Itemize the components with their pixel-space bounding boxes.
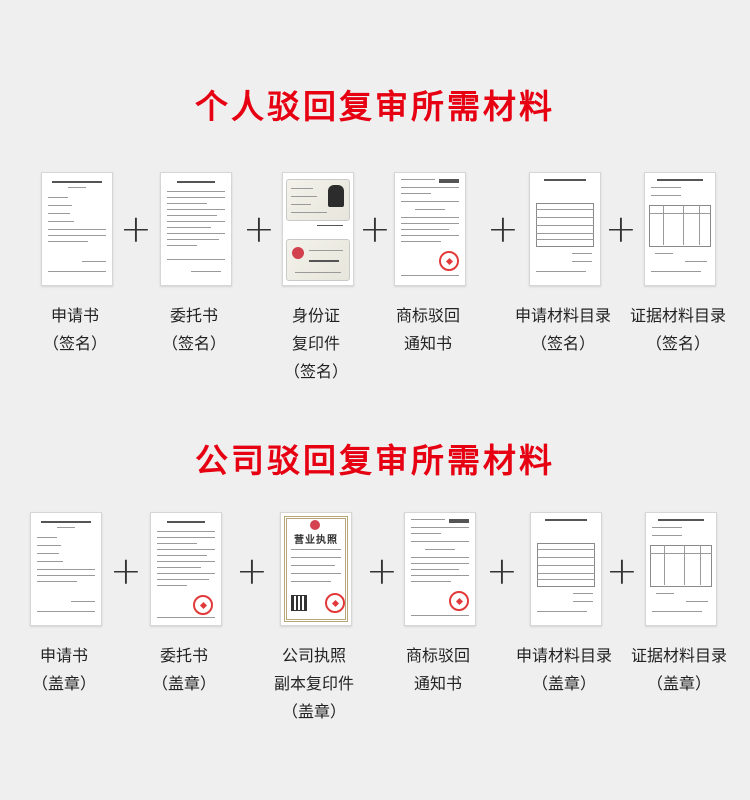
company-power-of-attorney-label: 委托书 （盖章） [151,646,216,693]
power-of-attorney-thumbnail [160,172,232,286]
plus-icon: + [359,207,391,251]
red-seal-icon [449,591,469,611]
business-license-heading: 营业执照 [294,535,338,546]
rejection-notice-thumbnail [394,172,466,286]
red-seal-icon [325,593,345,613]
national-emblem-icon [310,520,320,530]
company-application-label: 申请书 （盖章） [31,646,96,693]
plus-icon: + [243,207,275,251]
plus-icon: + [236,549,268,593]
business-license-thumbnail: 营业执照 [280,512,352,626]
personal-section-title: 个人驳回复审所需材料 [195,87,555,126]
personal-materials-row: 申请书 （签名） + 委托书 （签名） + [0,172,750,402]
red-seal-icon [193,595,213,615]
application-list-thumbnail [529,172,601,286]
personal-evidence-list-label: 证据材料目录 （签名） [629,306,726,353]
id-card-copy-thumbnail [282,172,354,286]
personal-application-list-label: 申请材料目录 （签名） [514,306,611,353]
personal-power-of-attorney-label: 委托书 （签名） [161,306,226,353]
company-materials-row: 申请书 （盖章） + 委托书 （盖章） + [0,512,750,742]
personal-rejection-notice-label: 商标驳回 通知书 [395,306,460,353]
company-license-copy-label: 公司执照 副本复印件 （盖章） [273,646,354,721]
plus-icon: + [120,207,152,251]
plus-icon: + [606,549,638,593]
personal-application-label: 申请书 （签名） [42,306,107,353]
power-of-attorney-thumbnail [150,512,222,626]
application-document-thumbnail [30,512,102,626]
application-list-thumbnail [530,512,602,626]
company-application-list-label: 申请材料目录 （盖章） [515,646,612,693]
company-section-title: 公司驳回复审所需材料 [195,441,555,480]
plus-icon: + [110,549,142,593]
personal-id-copy-label: 身份证 复印件 （签名） [283,306,348,381]
application-document-thumbnail [41,172,113,286]
plus-icon: + [366,549,398,593]
evidence-list-thumbnail [645,512,717,626]
plus-icon: + [487,207,519,251]
plus-icon: + [486,549,518,593]
national-emblem-icon [292,247,304,259]
portrait-icon [328,185,344,207]
red-seal-icon [439,251,459,271]
evidence-list-thumbnail [644,172,716,286]
company-rejection-notice-label: 商标驳回 通知书 [405,646,470,693]
company-evidence-list-label: 证据材料目录 （盖章） [630,646,727,693]
rejection-notice-thumbnail [404,512,476,626]
plus-icon: + [605,207,637,251]
qr-code-icon [291,595,307,611]
